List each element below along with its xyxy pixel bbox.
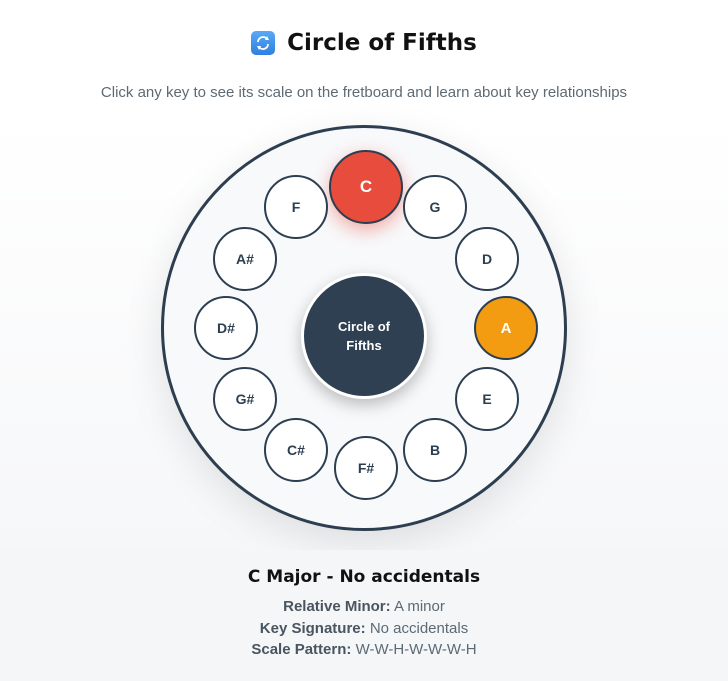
subtitle: Click any key to see its scale on the fr… bbox=[100, 84, 628, 101]
key-signature-value: No accidentals bbox=[369, 620, 469, 637]
wheel-area: C G D A E B F# C# G# D# A# F Circle of F… bbox=[0, 110, 728, 550]
scale-pattern-line: Scale Pattern: W-W-H-W-W-W-H bbox=[0, 641, 728, 658]
key-signature-label: Key Signature: bbox=[259, 620, 366, 637]
title-text: Circle of Fifths bbox=[287, 30, 477, 56]
key-d-sharp[interactable]: D# bbox=[194, 296, 258, 360]
key-info-panel: C Major - No accidentals Relative Minor:… bbox=[0, 550, 728, 681]
key-e[interactable]: E bbox=[455, 367, 519, 431]
key-c-sharp[interactable]: C# bbox=[264, 418, 328, 482]
key-d[interactable]: D bbox=[455, 227, 519, 291]
key-g[interactable]: G bbox=[403, 175, 467, 239]
key-b[interactable]: B bbox=[403, 418, 467, 482]
scale-pattern-label: Scale Pattern: bbox=[251, 641, 352, 658]
key-info-title: C Major - No accidentals bbox=[247, 567, 481, 587]
key-a-sharp[interactable]: A# bbox=[213, 227, 277, 291]
key-f-sharp[interactable]: F# bbox=[334, 436, 398, 500]
refresh-arrows-icon bbox=[251, 31, 276, 55]
key-c[interactable]: C bbox=[329, 150, 403, 224]
key-signature-line: Key Signature: No accidentals bbox=[0, 620, 728, 637]
relative-minor-line: Relative Minor: A minor bbox=[0, 598, 728, 615]
key-f[interactable]: F bbox=[264, 175, 328, 239]
scale-pattern-value: W-W-H-W-W-W-H bbox=[355, 641, 477, 658]
center-label: Circle of Fifths bbox=[301, 273, 427, 399]
header: Circle of Fifths Click any key to see it… bbox=[0, 0, 728, 120]
key-g-sharp[interactable]: G# bbox=[213, 367, 277, 431]
relative-minor-label: Relative Minor: bbox=[283, 598, 391, 615]
page-title: Circle of Fifths bbox=[0, 30, 728, 56]
key-a[interactable]: A bbox=[474, 296, 538, 360]
relative-minor-value: A minor bbox=[394, 598, 445, 615]
